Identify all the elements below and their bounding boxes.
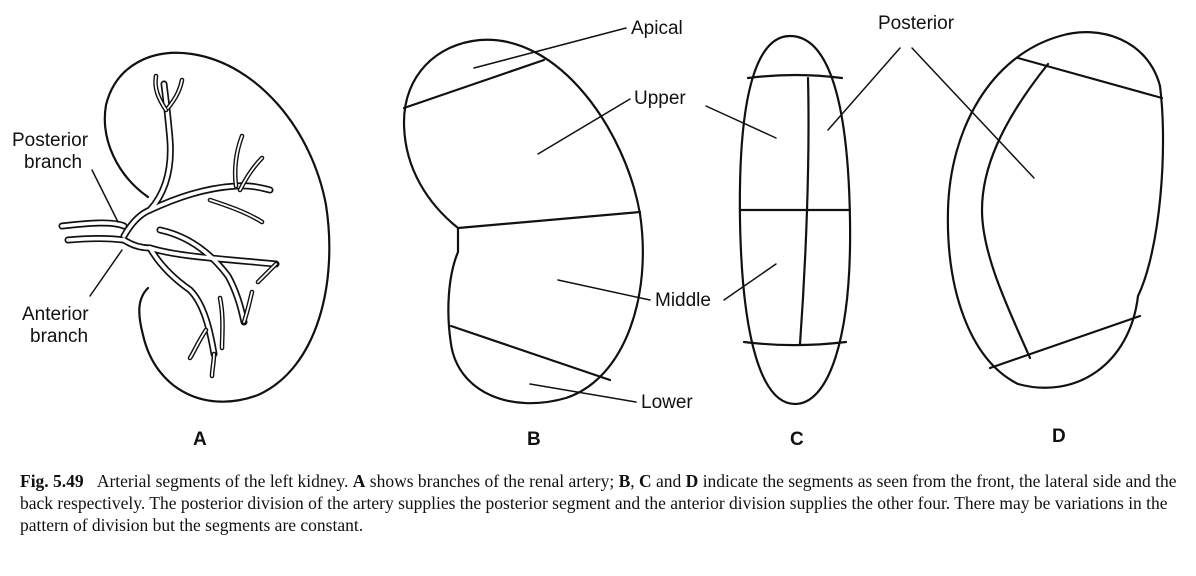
apical-segment-boundary	[402, 58, 546, 110]
d-posterior-segment-boundary	[980, 62, 1050, 360]
anterior-branch-leader	[89, 249, 123, 297]
lower-label: Lower	[641, 392, 693, 413]
d-apical-boundary	[1016, 56, 1164, 100]
caption-text-5: indicate the segments as seen from the f…	[20, 471, 1177, 535]
caption-ref-d: D	[685, 471, 699, 491]
caption-text-2: shows branches of the renal artery;	[369, 471, 615, 491]
anterior-branch-label-line1: Anterior	[22, 304, 89, 325]
upper-leader	[537, 98, 631, 155]
panel-b-letter: B	[527, 429, 541, 450]
caption-ref-b: B	[618, 471, 631, 491]
caption-text-3: ,	[630, 471, 635, 491]
caption-ref-a: A	[352, 471, 366, 491]
posterior-label: Posterior	[878, 13, 955, 34]
posterior-branch-label-line2: branch	[24, 152, 82, 173]
c-upper-pole-boundary	[746, 73, 844, 80]
upper-middle-segment-boundary	[456, 210, 642, 230]
panel-d: Posterior D	[878, 13, 1165, 447]
kidney-a-outline	[103, 51, 331, 403]
panel-b: Apical Upper Middle Lower B	[402, 18, 711, 450]
middle-leader	[557, 279, 651, 301]
upper-label: Upper	[634, 88, 686, 109]
figure-number: Fig. 5.49	[20, 471, 84, 491]
anterior-branch-label-line2: branch	[30, 326, 88, 347]
apical-leader	[473, 27, 627, 69]
panel-d-letter: D	[1052, 426, 1066, 447]
c-anterior-posterior-boundary	[798, 76, 810, 346]
posterior-branch-leader	[91, 169, 119, 223]
panel-a: Posterior branch Anterior branch A	[12, 51, 331, 450]
renal-artery-branches	[58, 73, 280, 379]
kidney-b-outline	[402, 38, 644, 405]
posterior-branch-label-line1: Posterior	[12, 130, 89, 151]
d-posterior-leader-1	[911, 47, 1035, 179]
lower-leader	[529, 383, 637, 403]
c-lower-pole-boundary	[742, 340, 848, 347]
middle-label: Middle	[655, 290, 711, 311]
panel-a-letter: A	[193, 429, 207, 450]
figure-caption: Fig. 5.49 Arterial segments of the left …	[20, 470, 1180, 536]
panel-c-letter: C	[790, 429, 804, 450]
lower-segment-boundary	[449, 324, 612, 382]
d-lower-boundary	[988, 314, 1142, 370]
panel-c: C	[705, 34, 901, 450]
caption-text-1: Arterial segments of the left kidney.	[96, 471, 349, 491]
c-posterior-leader	[827, 47, 901, 131]
c-middle-leader	[723, 263, 777, 301]
apical-label: Apical	[631, 18, 683, 39]
c-upper-leader	[705, 105, 777, 139]
caption-ref-c: C	[639, 471, 652, 491]
kidney-d-outline	[946, 31, 1165, 389]
caption-text-4: and	[656, 471, 682, 491]
kidney-segments-figure: Posterior branch Anterior branch A Apica…	[12, 13, 1165, 450]
kidney-c-outline	[738, 34, 852, 406]
